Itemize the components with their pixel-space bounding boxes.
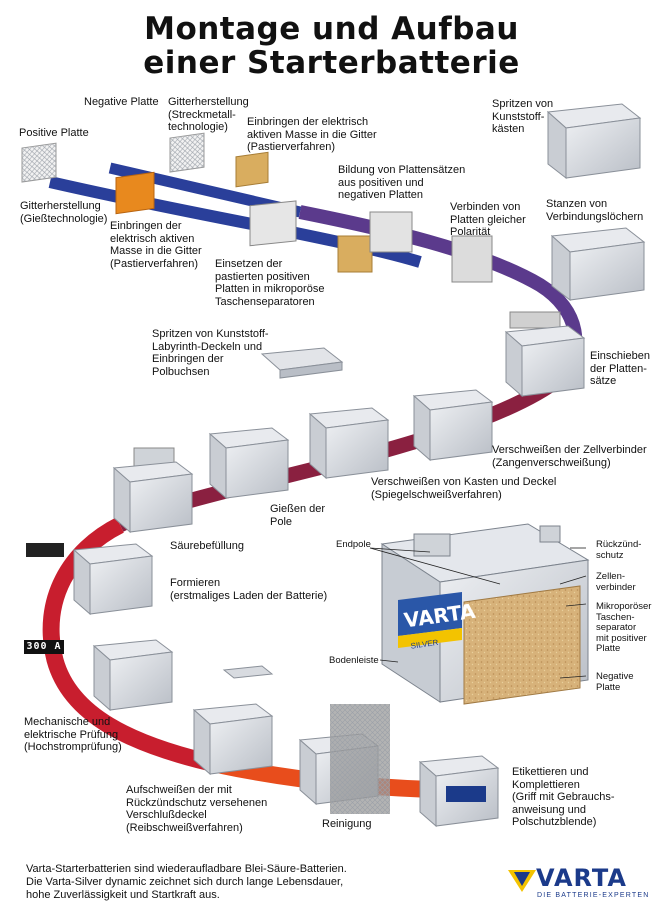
label-spray-case: Spritzen von Kunststoff- kästen <box>492 98 554 135</box>
label-negative-plate: Negative Platte <box>84 96 159 108</box>
cleaning-brush <box>330 704 390 814</box>
footer-text: Varta-Starterbatterien sind wiederauflad… <box>26 863 347 901</box>
label-testing: Mechanische und elektrische Prüfung (Hoc… <box>24 716 122 753</box>
battery-insert-plates <box>504 311 586 398</box>
battery-cast-poles <box>208 427 290 500</box>
battery-labeling <box>418 755 500 828</box>
label-insert-plates: Einschieben der Platten- sätze <box>590 350 650 387</box>
callout-endpole: Endpole <box>336 539 371 550</box>
label-weld-case-lid: Verschweißen von Kasten und Deckel (Spie… <box>371 476 557 501</box>
callout-neg-plate: Negative Platte <box>596 671 634 693</box>
case-punched <box>550 227 646 302</box>
grid-plate-cast <box>21 142 57 183</box>
battery-weld-case-lid <box>308 407 390 480</box>
battery-acid-fill <box>112 447 194 534</box>
page-title-line2: einer Starterbatterie <box>143 45 520 81</box>
brand-slogan: DIE BATTERIE-EXPERTEN <box>537 892 650 899</box>
brand-logo-mark-inner <box>514 872 530 886</box>
meter-icon <box>26 543 64 557</box>
case-sprayed <box>546 103 642 180</box>
label-insert-separator: Einsetzen der pastierten positiven Platt… <box>215 258 325 308</box>
battery-testing <box>92 639 174 712</box>
pasted-plate-orange <box>115 171 155 215</box>
label-paste-upper: Einbringen der elektrisch aktiven Masse … <box>247 116 377 153</box>
callout-backfire: Rückzünd- schutz <box>596 539 642 561</box>
label-cast-poles: Gießen der Pole <box>270 503 326 528</box>
callout-cell-connector: Zellen- verbinder <box>596 571 636 593</box>
plate-connected <box>451 235 493 283</box>
battery-forming <box>72 543 154 616</box>
label-paste-lower: Einbringen der elektrisch aktiven Masse … <box>110 220 202 270</box>
label-connect-plates: Verbinden von Platten gleicher Polarität <box>450 201 526 238</box>
plate-set-grey <box>369 211 413 253</box>
label-weld-plugs: Aufschweißen der mit Rückzündschutz vers… <box>126 784 268 834</box>
label-labeling: Etikettieren und Komplettieren (Griff mi… <box>512 766 615 828</box>
label-spray-lids: Spritzen von Kunststoff- Labyrinth-Decke… <box>152 328 269 378</box>
battery-weld-cells <box>412 389 494 462</box>
page-title-line1: Montage und Aufbau <box>144 11 519 47</box>
label-grid-cast: Gitterherstellung (Gießtechnologie) <box>20 200 108 225</box>
label-weld-cells: Verschweißen der Zellverbinder (Zangenve… <box>492 444 647 469</box>
brand-logo: VARTA DIE BATTERIE-EXPERTEN <box>506 864 656 904</box>
plate-set-tan <box>337 235 373 273</box>
label-acid-fill: Säurebefüllung <box>170 540 245 552</box>
label-punch-holes: Stanzen von Verbindungslöchern <box>546 198 644 223</box>
label-plate-sets: Bildung von Plattensätzen aus positiven … <box>338 164 466 201</box>
label-positive-plate: Positive Platte <box>19 127 89 139</box>
callout-lines <box>369 547 587 679</box>
label-cleaning: Reinigung <box>322 818 372 830</box>
grid-plate-stretch <box>169 132 205 173</box>
callout-bottom-rail: Bodenleiste <box>329 655 379 666</box>
battery-model-text: SILVER <box>410 638 439 651</box>
separator-plate <box>249 200 297 247</box>
pasted-plate-tan <box>235 151 269 188</box>
label-grid-stretch: Gitterherstellung (Streckmetall- technol… <box>168 96 249 133</box>
cutaway-battery <box>380 523 590 705</box>
callout-separator: Mikroporöser Taschen- separator mit posi… <box>596 601 652 654</box>
lid-sprayed <box>260 347 344 379</box>
battery-weld-plugs <box>192 665 274 776</box>
brand-name: VARTA <box>536 864 628 892</box>
label-forming: Formieren (erstmaliges Laden der Batteri… <box>170 577 328 602</box>
current-badge: 300 A <box>24 640 64 654</box>
